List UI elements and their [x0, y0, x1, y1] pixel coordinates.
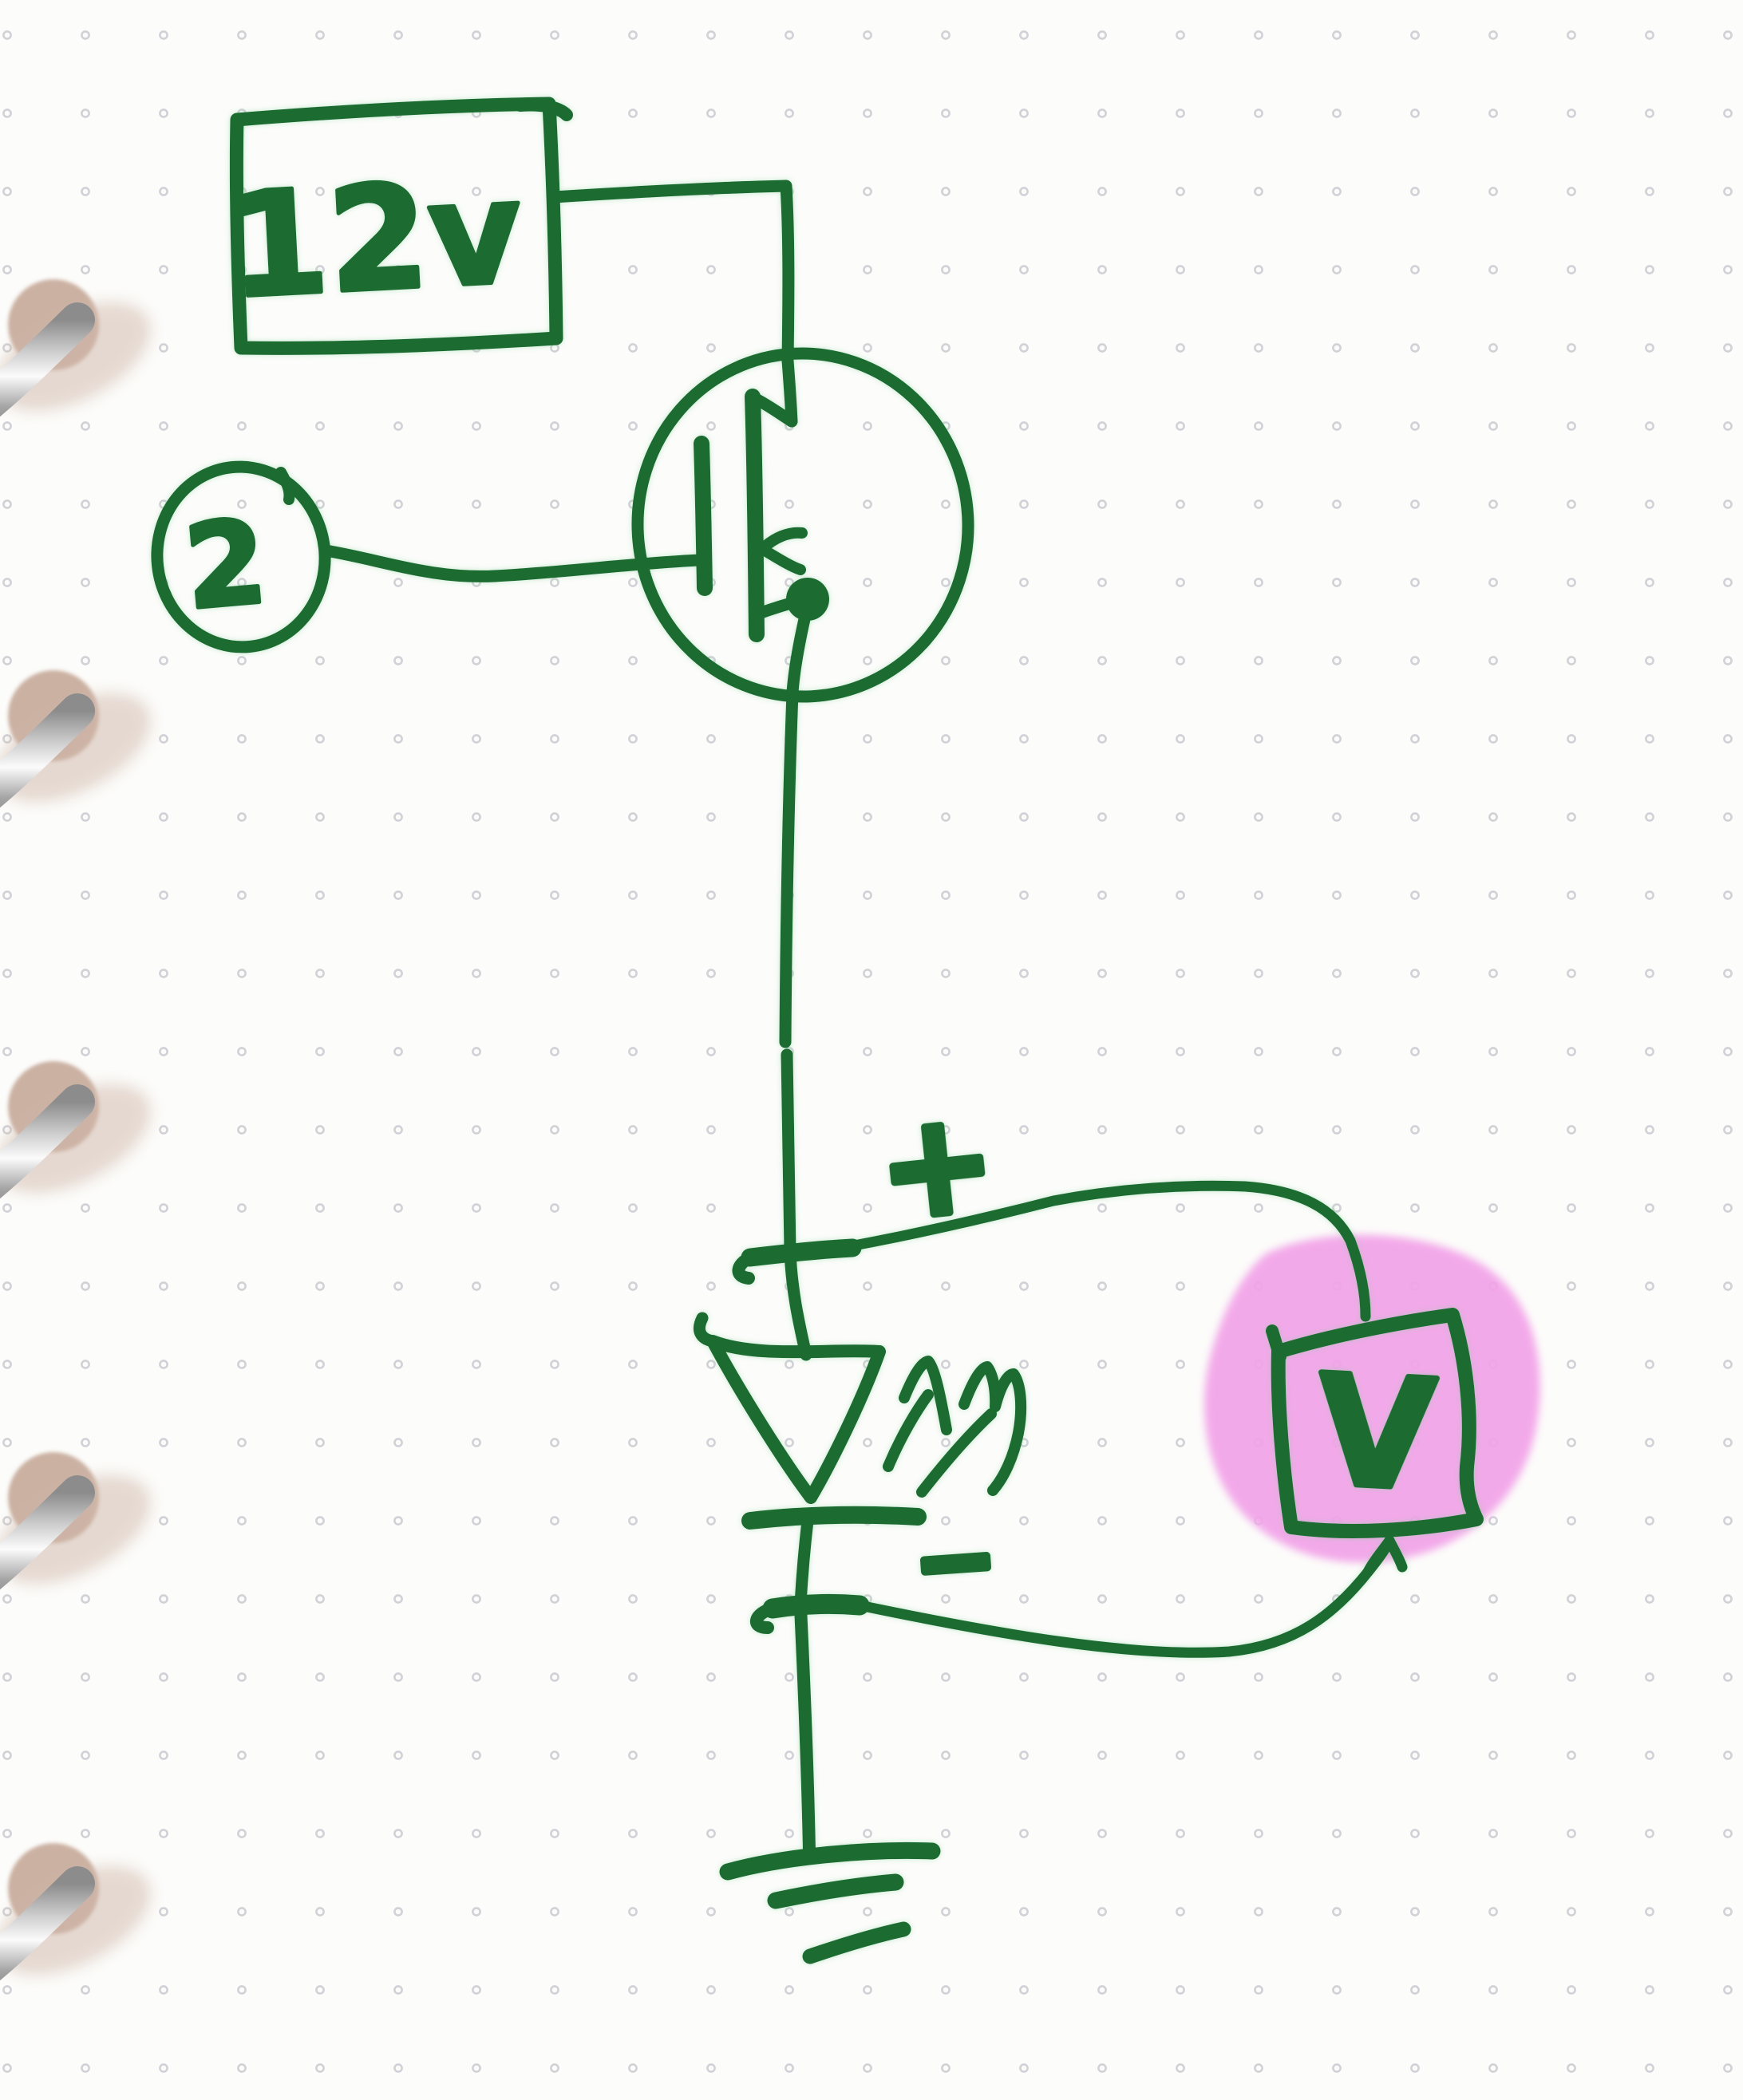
circuit-ink: 12v 2 + — [151, 97, 1484, 1964]
voltmeter-arrowhead-right — [1384, 1535, 1408, 1573]
ground-bar-1 — [719, 1841, 941, 1881]
led-anode-lead — [784, 1245, 812, 1361]
ground-lead — [794, 1601, 816, 1857]
emission-arrow-left-head — [899, 1356, 952, 1435]
voltmeter-box — [1271, 1308, 1484, 1538]
wire-gate — [319, 544, 706, 582]
polarity-minus-label: − — [910, 1501, 1002, 1622]
mosfet-symbol — [631, 347, 974, 703]
voltmeter-box-corner-tick — [1266, 1324, 1286, 1363]
gate-node-label: 2 — [180, 495, 271, 636]
gate-node-circle-notch — [275, 467, 295, 505]
wire-voltmeter-negative-run — [854, 1535, 1395, 1658]
anode-junction-bar — [741, 1238, 862, 1267]
led-triangle — [706, 1335, 886, 1504]
voltmeter-label: V — [1313, 1342, 1439, 1524]
led-cathode-bar — [741, 1506, 927, 1530]
wire-source-upper — [779, 613, 811, 1048]
led-symbol — [694, 1245, 1027, 1530]
anode-junction-hook — [732, 1251, 757, 1285]
voltmeter — [1266, 1308, 1484, 1538]
emission-arrow-right — [916, 1408, 997, 1498]
emission-arrow-right-head — [958, 1361, 1027, 1496]
mosfet-source-arrow — [757, 527, 808, 575]
mosfet-gate-bar — [694, 436, 713, 596]
supply-label: 12v — [224, 149, 526, 331]
cathode-junction-hook — [750, 1602, 779, 1634]
led-cathode-lead — [794, 1514, 814, 1610]
mosfet-channel-bar — [745, 389, 765, 642]
mosfet-body-circle — [631, 347, 974, 703]
led-emission-arrows — [883, 1356, 1027, 1498]
mosfet-source-junction-dot — [786, 578, 829, 621]
anode-junction — [732, 1238, 862, 1285]
cathode-junction-bar — [762, 1593, 870, 1619]
supply-box-outline — [229, 97, 563, 355]
cathode-junction — [750, 1593, 870, 1634]
emission-arrow-left — [883, 1389, 934, 1472]
wire-supply-to-mosfet-drain — [547, 180, 795, 367]
wire-voltmeter-negative — [854, 1535, 1408, 1658]
supply-box-corner-tick — [514, 98, 573, 121]
wire-source-lower — [781, 1048, 796, 1256]
ground-bar-3 — [802, 1921, 911, 1964]
wire-voltmeter-positive — [844, 1180, 1371, 1322]
ground-bar-2 — [767, 1873, 904, 1909]
ground-symbol — [719, 1601, 941, 1964]
dc-supply-box — [229, 97, 573, 355]
